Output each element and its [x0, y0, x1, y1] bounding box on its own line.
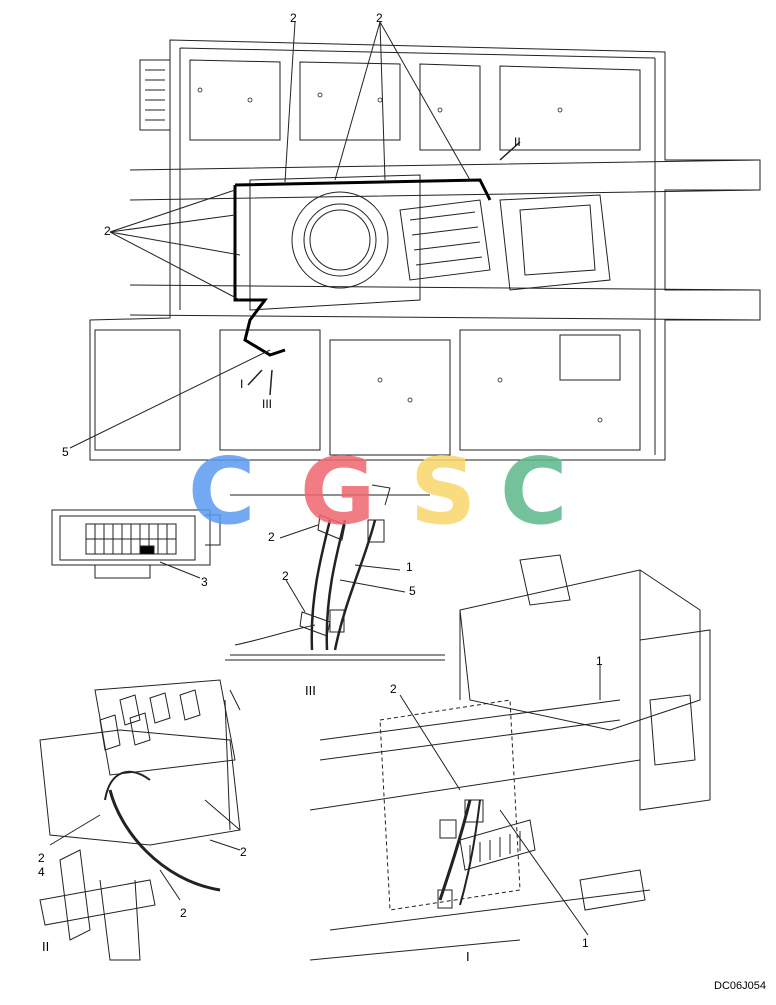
arrow-label-I: I [240, 377, 244, 391]
detail-I-callout-1a: 1 [596, 654, 603, 668]
detail-II-callout-4: 4 [38, 865, 45, 879]
callout-3-fuse-box: 3 [201, 575, 208, 589]
arrow-label-II: II [514, 135, 521, 149]
detail-II-view [39, 679, 241, 961]
watermark-letter-c2: C [500, 438, 568, 545]
main-frame-view [89, 39, 761, 461]
detail-II-callout-2b: 2 [240, 845, 247, 859]
detail-I-title: I [466, 949, 470, 964]
detail-III-callout-2a: 2 [268, 530, 275, 544]
drawing-code: DC06J054 [714, 980, 766, 992]
main-harness-route [233, 178, 492, 357]
callout-5-left: 5 [62, 445, 69, 459]
watermark-letter-s: S [410, 438, 477, 545]
callout-2-top-b: 2 [376, 11, 383, 25]
detail-I-view [309, 554, 711, 961]
fuse-box [51, 509, 221, 579]
detail-III-callout-1: 1 [406, 560, 413, 574]
callout-2-top-a: 2 [290, 11, 297, 25]
detail-III-view [225, 484, 445, 661]
watermark-letter-g: G [300, 438, 376, 545]
detail-III-callout-2b: 2 [282, 569, 289, 583]
arrow-label-III: III [262, 397, 273, 411]
detail-III-callout-5: 5 [409, 584, 416, 598]
detail-II-callout-2c: 2 [180, 906, 187, 920]
callout-2-left: 2 [104, 224, 111, 238]
detail-II-title: II [42, 939, 50, 954]
detail-II-callout-2a: 2 [38, 851, 45, 865]
detail-I-callout-1b: 1 [582, 936, 589, 950]
watermark-letter-c1: C [188, 438, 256, 545]
detail-III-title: III [305, 683, 316, 698]
detail-I-callout-2: 2 [390, 682, 397, 696]
